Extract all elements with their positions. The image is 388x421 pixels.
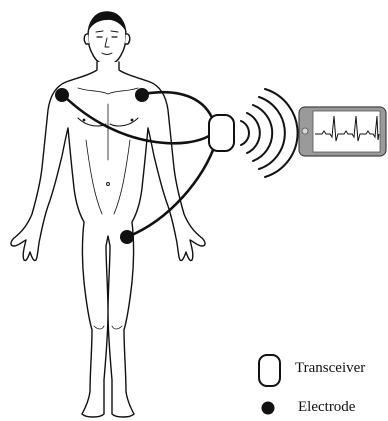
legend-electrode-label: Electrode [298, 399, 355, 416]
electrode-icon [135, 88, 149, 102]
phone-home-button [302, 128, 308, 134]
legend-transceiver-icon [259, 355, 280, 386]
electrode-icon [55, 88, 69, 102]
electrode-icon [120, 230, 134, 244]
right-nipple [131, 119, 134, 122]
human-body-figure [11, 12, 205, 417]
transceiver-icon [209, 115, 234, 151]
wireless-signal-icon [241, 89, 298, 177]
legend-electrode-icon [262, 402, 275, 415]
legend-transceiver-label: Transceiver [295, 360, 365, 377]
smartphone-ecg-icon [299, 107, 386, 156]
left-nipple [83, 119, 86, 122]
